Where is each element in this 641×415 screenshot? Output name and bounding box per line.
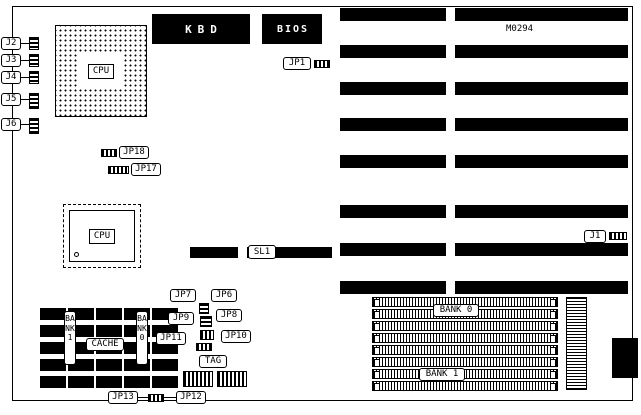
isa-slot-8bit <box>340 281 446 294</box>
jumper-jp17 <box>108 166 129 174</box>
edge-connector <box>566 297 587 390</box>
isa-slot-16bit <box>455 155 628 168</box>
sl1-slot-left <box>190 247 238 258</box>
label-jp9: JP9 <box>168 312 194 325</box>
connector-j3 <box>29 54 39 67</box>
isa-slot-16bit <box>455 45 628 58</box>
label-j2: J2 <box>1 37 21 50</box>
isa-slot-8bit <box>340 118 446 131</box>
sl1-slot-right <box>247 247 332 258</box>
leader-jp12 <box>164 397 176 398</box>
kbd-chip: KBD <box>152 14 250 44</box>
label-jp12: JP12 <box>176 391 206 404</box>
cpu-qfp: CPU <box>63 204 141 268</box>
label-jp18: JP18 <box>119 146 149 159</box>
label-jp1: JP1 <box>283 57 311 70</box>
simm-socket <box>372 369 558 379</box>
board-outline <box>12 6 633 401</box>
sram-chip <box>96 308 122 320</box>
sram-chip <box>152 359 178 371</box>
simm-socket <box>372 345 558 355</box>
label-jp17: JP17 <box>131 163 161 176</box>
connector-j4 <box>29 71 39 84</box>
sram-chip <box>96 376 122 388</box>
cpu-qfp-label: CPU <box>88 228 116 244</box>
label-j6: J6 <box>1 118 21 131</box>
sram-chip <box>40 325 66 337</box>
simm-socket <box>372 381 558 391</box>
isa-slot-8bit <box>340 82 446 95</box>
cache-bank1-label: BANK1 <box>64 311 76 365</box>
label-sl1: SL1 <box>248 245 276 259</box>
sram-chip <box>152 376 178 388</box>
leader-j2 <box>20 43 29 44</box>
isa-slot-8bit <box>340 155 446 168</box>
simm-bank1-label: BANK 1 <box>419 368 465 381</box>
simm-bank0-label: BANK 0 <box>433 304 479 317</box>
tag-sram-chip <box>183 371 213 387</box>
isa-slot-16bit <box>455 243 628 256</box>
sram-chip <box>40 359 66 371</box>
cpu-socket-center: CPU <box>78 54 124 88</box>
label-jp10: JP10 <box>221 330 251 343</box>
sram-chip <box>152 342 178 354</box>
jumper-jp13-jp12 <box>148 394 164 402</box>
isa-slot-8bit <box>340 8 446 21</box>
sram-chip <box>40 308 66 320</box>
jumper-jp11-jp10 <box>200 330 214 340</box>
power-connector <box>612 338 638 378</box>
tag-label: TAG <box>199 355 227 368</box>
cache-label: CACHE <box>86 338 124 351</box>
label-j1: J1 <box>584 230 606 243</box>
label-j3: J3 <box>1 54 21 67</box>
leader-jp13 <box>138 397 148 398</box>
sram-chip <box>124 376 150 388</box>
bios-chip: BIOS <box>262 14 322 44</box>
connector-j2 <box>29 37 39 50</box>
cpu-qfp-body: CPU <box>69 210 135 262</box>
isa-slot-8bit <box>340 45 446 58</box>
jumper-jp1 <box>314 60 330 68</box>
sram-chip <box>96 359 122 371</box>
isa-slot-16bit <box>455 82 628 95</box>
label-j4: J4 <box>1 71 21 84</box>
jumper-j1 <box>609 232 627 240</box>
simm-socket <box>372 321 558 331</box>
label-jp6: JP6 <box>211 289 237 302</box>
jumper-jp7-jp6 <box>199 303 209 314</box>
leader-j6 <box>20 124 29 125</box>
isa-slot-16bit <box>455 205 628 218</box>
leader-j3 <box>20 60 29 61</box>
label-j5: J5 <box>1 93 21 106</box>
jumper-jp9-jp8 <box>200 316 212 327</box>
jumper-jp18 <box>101 149 117 157</box>
leader-j5 <box>20 99 29 100</box>
pin1-indicator <box>74 252 79 257</box>
connector-j6 <box>29 118 39 134</box>
label-jp8: JP8 <box>216 309 242 322</box>
board-ref: M0294 <box>506 24 534 34</box>
isa-slot-8bit <box>340 205 446 218</box>
jumper-cluster-extra <box>196 343 212 351</box>
label-jp11: JP11 <box>156 332 186 345</box>
cache-sram-grid <box>40 308 180 390</box>
isa-slot-16bit <box>455 281 628 294</box>
isa-slot-8bit <box>340 243 446 256</box>
label-jp13: JP13 <box>108 391 138 404</box>
sram-chip <box>40 342 66 354</box>
simm-socket <box>372 357 558 367</box>
isa-slot-16bit <box>455 8 628 21</box>
isa-slot-16bit <box>455 118 628 131</box>
cpu-socket: CPU <box>55 25 147 117</box>
cache-bank0-label: BANK0 <box>136 311 148 365</box>
label-jp7: JP7 <box>170 289 196 302</box>
sram-chip <box>40 376 66 388</box>
connector-j5 <box>29 93 39 109</box>
sram-chip <box>96 325 122 337</box>
sram-chip <box>68 376 94 388</box>
simm-socket <box>372 333 558 343</box>
cpu-socket-label: CPU <box>87 63 115 79</box>
tag-sram-chip <box>217 371 247 387</box>
leader-j4 <box>20 77 29 78</box>
